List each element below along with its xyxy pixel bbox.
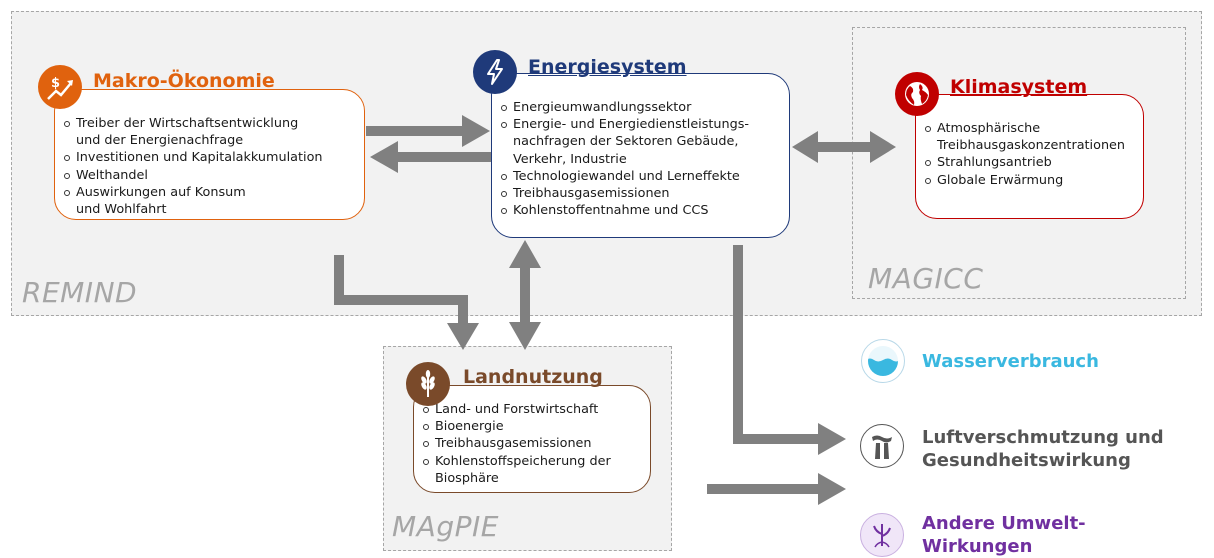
umwelt-label-line1: Andere Umwelt-	[922, 513, 1086, 534]
energie-item-2: Energie- und Energiedienstleistungs-nach…	[500, 116, 786, 168]
luft-label-line1: Luftverschmutzung und	[922, 427, 1164, 448]
arrow-energie-land	[509, 240, 541, 350]
arrow-energie-to-makro	[370, 141, 491, 173]
arrow-energie-to-luft	[733, 245, 846, 455]
smokestack-icon	[860, 424, 904, 468]
energie-item-4: Treibhausgasemissionen	[500, 185, 786, 202]
arrow-energie-klima	[792, 131, 896, 163]
makro-title: Makro-Ökonomie	[93, 70, 275, 92]
magicc-label: MAGICC	[868, 262, 984, 295]
luft-label: Luftverschmutzung und Gesundheitswirkung	[922, 426, 1164, 472]
svg-text:$: $	[51, 76, 60, 91]
land-item-3: Treibhausgasemissionen	[422, 435, 648, 452]
globe-icon	[895, 72, 939, 116]
lightning-icon	[473, 50, 517, 94]
land-item-1: Land- und Forstwirtschaft	[422, 401, 648, 418]
remind-label: REMIND	[22, 276, 138, 309]
arrow-makro-to-land	[334, 255, 479, 350]
wasser-label: Wasserverbrauch	[922, 351, 1099, 372]
klima-title: Klimasystem	[950, 76, 1088, 98]
luft-label-line2: Gesundheitswirkung	[922, 450, 1131, 471]
growth-chart-dollar-icon: $	[38, 65, 82, 109]
klima-item-2: Strahlungsantrieb	[924, 154, 1142, 171]
arrow-makro-to-energie	[366, 115, 490, 147]
water-icon	[861, 339, 905, 383]
energie-item-3: Technologiewandel und Lerneffekte	[500, 168, 786, 185]
magpie-label: MAgPIE	[392, 510, 499, 543]
klima-item-3: Globale Erwärmung	[924, 172, 1142, 189]
makro-item-3: Welthandel	[63, 167, 359, 184]
land-item-2: Bioenergie	[422, 418, 648, 435]
energie-title: Energiesystem	[528, 56, 687, 78]
energie-card: Energieumwandlungssektor Energie- und En…	[491, 73, 790, 238]
wheat-icon	[406, 362, 450, 406]
umwelt-label: Andere Umwelt- Wirkungen	[922, 512, 1086, 558]
makro-item-2: Investitionen und Kapitalakkumulation	[63, 149, 359, 166]
umwelt-label-line2: Wirkungen	[922, 536, 1033, 557]
land-title: Landnutzung	[463, 366, 603, 388]
energie-item-1: Energieumwandlungssektor	[500, 99, 786, 116]
land-card: Land- und Forstwirtschaft Bioenergie Tre…	[413, 385, 651, 493]
plant-roots-icon	[860, 513, 904, 557]
arrow-land-to-umwelt	[707, 473, 846, 505]
energie-item-5: Kohlenstoffentnahme und CCS	[500, 202, 786, 219]
